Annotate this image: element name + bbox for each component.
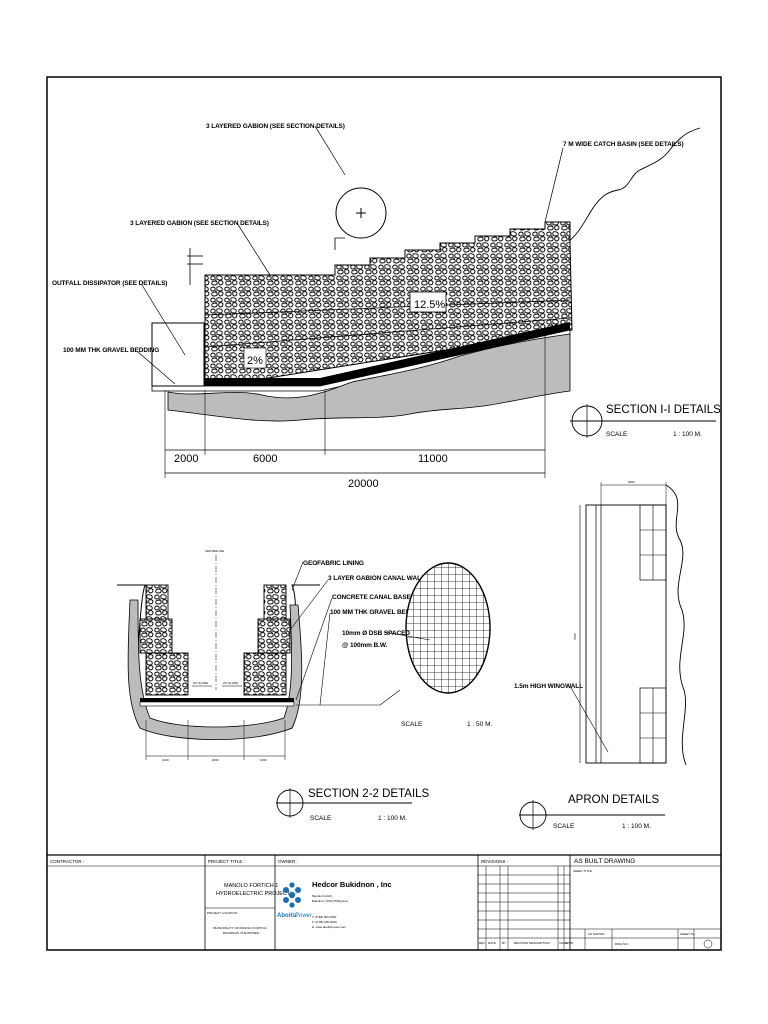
- section-2-2-scale-value: 1 : 100 M.: [378, 815, 407, 822]
- section-2-2-scale-label: SCALE: [310, 815, 332, 822]
- dim-22-mid: 2000: [212, 758, 219, 762]
- rev-col-description: REVISION DESCRIPTION: [514, 941, 550, 945]
- gabion-mass: [204, 221, 573, 389]
- soil-fill: [167, 333, 571, 422]
- mesh-scale-value: 1 : 50 M.: [467, 721, 492, 728]
- tb-sheet-title-label: SHEET TITLE :: [573, 869, 594, 873]
- label-outfall: OUTFALL DISSIPATOR (SEE DETAILS): [52, 280, 167, 287]
- section-1-1-scale-value: 1 : 100 M.: [673, 431, 702, 438]
- label-gabion-canal-wall: 3 LAYER GABION CANAL WALL: [328, 575, 425, 582]
- label-slope-left: 2% SLOPE: [193, 681, 208, 685]
- dim-20000: 20000: [348, 478, 379, 490]
- label-gravel-bedding: 100 MM THK GRAVEL BEDDING: [63, 347, 159, 354]
- dim-22-right: 1000: [260, 758, 267, 762]
- apron-top-dim: 3000: [628, 480, 635, 484]
- logo-text-power: Power: [295, 913, 313, 919]
- label-gravel-bed: 100 MM THK GRAVEL BED: [330, 609, 411, 616]
- tb-project-name-2: HYDROELECTRIC PROJECT: [216, 891, 291, 897]
- label-catch-basin: 7 M WIDE CATCH BASIN (SEE DETAILS): [563, 141, 684, 148]
- tb-revisions-label: REVISIONS :: [481, 859, 508, 864]
- tb-as-built: AS BUILT DRAWING: [574, 858, 635, 865]
- tb-owner-label: OWNER :: [278, 859, 298, 864]
- label-gabion-top: 3 LAYERED GABION (SEE SECTION DETAILS): [206, 123, 345, 130]
- section-1-1-title: SECTION I-I DETAILS: [606, 404, 721, 416]
- tb-contractor-label: CONTRACTOR :: [50, 859, 84, 864]
- tb-location-1: MUNICIPALITY OF MANOLO FORTICH: [213, 926, 267, 930]
- tb-project-title-label: PROJECT TITLE :: [208, 859, 245, 864]
- apron-detail: 3000 7000 1.5m HIGH WINGWALL APRON DETAI…: [514, 480, 687, 830]
- apron-slab: [585, 504, 667, 764]
- logo-text-aboitiz: Aboitiz: [277, 913, 297, 919]
- aboitizpower-logo: Aboitiz Power: [277, 882, 313, 919]
- mesh-note-2: @ 100mm B.W.: [342, 642, 388, 649]
- slope-label-upper: 12.5%: [414, 299, 445, 311]
- tb-sheet-no: SHEET No.: [680, 932, 696, 936]
- slope-label-lower: 2%: [247, 355, 263, 367]
- outfall-dissipator: [151, 322, 205, 387]
- section-1-1-scale-label: SCALE: [606, 431, 628, 438]
- mesh-outline: [405, 562, 491, 694]
- section-2-2-drawing: CENTERLINE 2% SLOPE 2% SLOPE 1000 2000 1…: [117, 549, 430, 822]
- sheet-border: [46, 76, 722, 951]
- section-2-2-title: SECTION 2-2 DETAILS: [308, 788, 430, 800]
- canal-soil: [127, 599, 303, 741]
- dim-22-left: 1000: [162, 758, 169, 762]
- apron-scale-label: SCALE: [553, 823, 575, 830]
- rev-col-rev: REV: [479, 941, 485, 945]
- rev-col-appr: APPR: [565, 941, 574, 945]
- mesh-detail: 10mm Ø DSB SPACED @ 100mm B.W. SCALE 1 :…: [342, 562, 492, 728]
- tb-owner-addr-1: Manolo Fortich,: [312, 894, 333, 898]
- rev-col-chkd: CHKD: [559, 941, 568, 945]
- tb-scale-row: AS SHOWN: [588, 932, 604, 936]
- apron-scale-value: 1 : 100 M.: [622, 823, 651, 830]
- label-centerline: CENTERLINE: [205, 549, 224, 553]
- tb-owner-web: E: www.aboitizpower.com: [312, 925, 347, 929]
- terrain-line: [567, 127, 701, 243]
- tb-owner-fax: F: (6 88) 000 0000: [312, 920, 337, 924]
- mesh-scale-label: SCALE: [401, 721, 423, 728]
- section-1-1-drawing: 12.5% 2% 2000 6000 11000 20000 3 LAYERED…: [52, 123, 721, 490]
- tb-owner-addr-2: Bukidnon, 8703 Philippines: [312, 899, 349, 903]
- tb-location-label: PROJECT LOCATION :: [207, 911, 239, 915]
- tb-dwg-no: DWG NO.:: [615, 942, 629, 946]
- tb-project-name-1: MANOLO FORTICH 1: [224, 883, 278, 889]
- label-geofabric: GEOFABRIC LINING: [303, 560, 364, 567]
- rev-col-by: BY: [502, 941, 506, 945]
- mesh-note-1: 10mm Ø DSB SPACED: [342, 630, 410, 637]
- label-slope-right: 2% SLOPE: [223, 681, 238, 685]
- title-block: CONTRACTOR : PROJECT TITLE : MANOLO FORT…: [47, 854, 721, 950]
- rev-col-date: DATE: [488, 941, 496, 945]
- label-gabion-mid: 3 LAYERED GABION (SEE SECTION DETAILS): [130, 220, 269, 227]
- label-wingwall: 1.5m HIGH WINGWALL: [514, 683, 583, 690]
- tb-owner-name: Hedcor Bukidnon , Inc: [312, 880, 392, 889]
- concrete-canal-base: [140, 698, 294, 702]
- label-concrete-base: CONCRETE CANAL BASE: [332, 594, 412, 601]
- dim-6000: 6000: [253, 453, 277, 465]
- dim-2000: 2000: [174, 453, 198, 465]
- tb-owner-tel: T: (6 88) 000 0000: [312, 915, 337, 919]
- apron-side-dim: 7000: [573, 633, 577, 640]
- dim-11000: 11000: [418, 453, 448, 465]
- tb-location-2: BUKIDNON, PHILIPPINES: [223, 931, 259, 935]
- apron-title: APRON DETAILS: [568, 794, 659, 806]
